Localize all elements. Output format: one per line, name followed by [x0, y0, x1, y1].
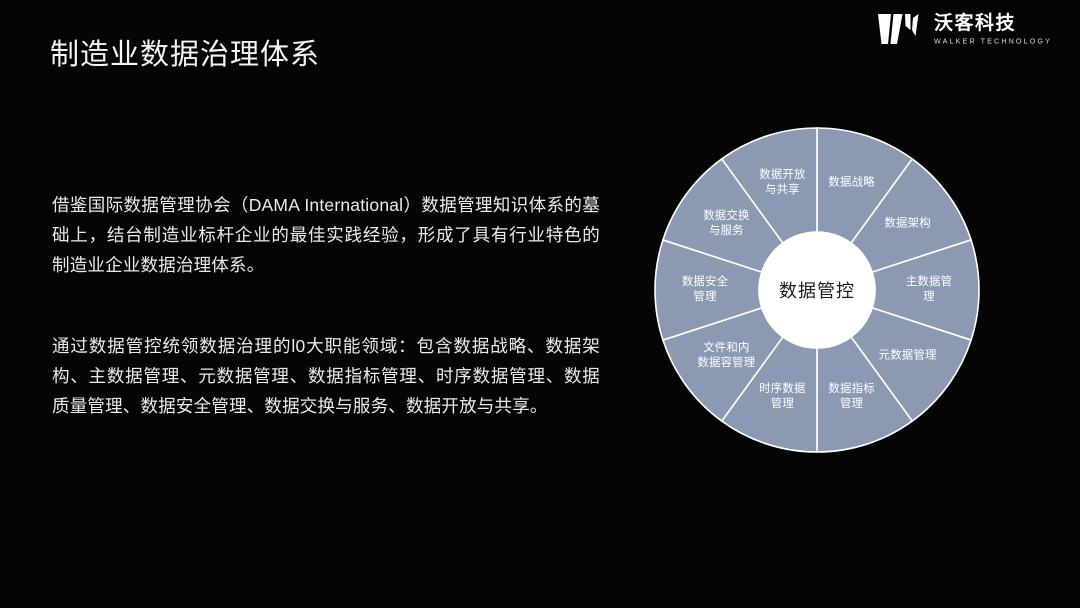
brand-subtitle: WALKER TECHNOLOGY	[934, 35, 1052, 46]
domains-paragraph: 通过数据管控统领数据治理的l0大职能领域：包含数据战略、数据架构、主数据管理、元…	[52, 335, 600, 416]
brand-name: 沃客科技	[934, 12, 1017, 34]
brand-wordmark: 沃客科技 WALKER TECHNOLOGY	[934, 12, 1052, 46]
wheel-segment-group	[654, 127, 980, 453]
wheel-hub	[759, 232, 875, 348]
walker-w-logo-icon	[878, 14, 919, 44]
intro-paragraph: 借鉴国际数据管理协会（DAMA International）数据管理知识体系的墓…	[52, 194, 600, 275]
page-title: 制造业数据治理体系	[50, 39, 321, 72]
brand-logo: 沃客科技 WALKER TECHNOLOGY	[877, 12, 1052, 46]
wheel-svg	[654, 127, 980, 453]
data-governance-wheel: 数据管控 数据战略数据架构主数据管理元数据管理数据指标 管理时序数据 管理文件和…	[654, 127, 980, 453]
wheel-hub-label: 数据管控	[779, 281, 855, 301]
